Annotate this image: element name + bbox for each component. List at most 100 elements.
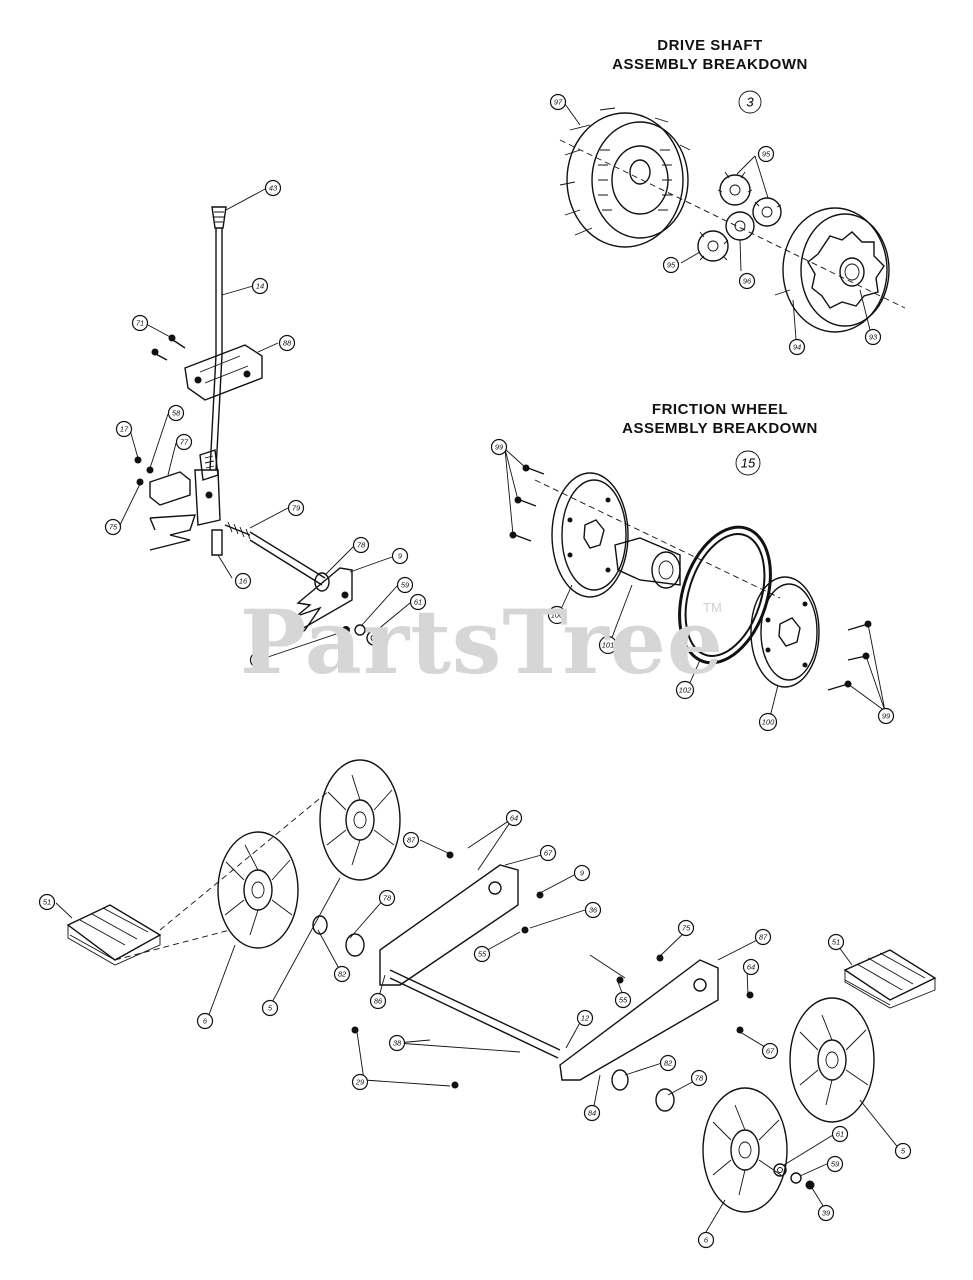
callout-balloon [614,991,632,1009]
callout-balloon [827,933,845,951]
callout-label: 94 [793,343,801,352]
callout-label: 87 [759,933,768,942]
callout-balloon [788,338,806,356]
callout-balloon [583,1104,601,1122]
callout-label: 58 [172,409,181,418]
callout-88: 88 [278,334,296,352]
callout-label: 16 [239,577,248,586]
callout-9: 9 [391,547,409,565]
callout-87: 87 [402,831,420,849]
callout-balloon [352,536,370,554]
drive-shaft-heading: DRIVE SHAFT ASSEMBLY BREAKDOWN [560,36,860,74]
callout-balloon [573,864,591,882]
callout-59: 59 [826,1155,844,1173]
friction-wheel-heading: FRICTION WHEEL ASSEMBLY BREAKDOWN [570,400,870,438]
callout-balloon [409,593,427,611]
callout-label: 93 [869,333,878,342]
callout-label: 71 [136,319,144,328]
callout-39: 39 [817,1204,835,1222]
friction-hub [614,537,681,586]
callout-balloon [473,945,491,963]
callout-label: 78 [357,541,366,550]
callout-16: 16 [234,572,252,590]
callout-balloon [505,809,523,827]
callout-label: 88 [283,339,292,348]
callout-38: 38 [388,1034,406,1052]
callout-balloon [264,179,282,197]
callout-balloon [690,1069,708,1087]
callout-label: 59 [831,1160,840,1169]
callout-12: 12 [576,1009,594,1027]
callout-label: 59 [401,581,410,590]
drive-wheel-left-front [217,831,299,949]
callout-labels: 4314718817587775791678959613997959596949… [38,93,912,1249]
callout-balloon [167,404,185,422]
callout-label: 97 [554,98,563,107]
callout-95: 95 [757,145,775,163]
callout-99: 99 [490,438,508,456]
pinion-gear-center [725,211,755,241]
friction-wheel-heading-line1: FRICTION WHEEL [651,401,789,418]
callout-59: 59 [396,576,414,594]
callout-label: 100 [551,611,564,620]
pinion-gear-lower [697,230,729,262]
callout-87: 87 [754,928,772,946]
callout-label: 51 [832,938,840,947]
shift-rod [215,228,223,355]
callout-balloon [584,901,602,919]
callout-label: 12 [581,1014,590,1023]
friction-plate-left [551,472,629,598]
callout-95: 95 [662,256,680,274]
watermark-trademark: TM [703,600,722,615]
callout-label: 86 [374,997,383,1006]
callout-label: 95 [762,150,771,159]
callout-6: 6 [196,1012,214,1030]
shift-fork [289,567,353,641]
callout-balloon [249,651,267,669]
friction-wheel-heading-line2: ASSEMBLY BREAKDOWN [622,420,818,437]
callout-82: 82 [659,1054,677,1072]
callout-balloon [831,1125,849,1143]
callout-77: 77 [175,433,193,451]
callout-balloon [761,1042,779,1060]
callout-78: 78 [690,1069,708,1087]
callout-label: 99 [495,443,504,452]
callout-86: 86 [369,992,387,1010]
large-ring-gear [566,112,684,248]
callout-balloon [378,889,396,907]
drive-shaft-assembly [559,107,906,333]
drive-plate [782,207,888,333]
callout-label: 96 [743,277,752,286]
callout-55: 55 [614,991,632,1009]
callout-64: 64 [505,809,523,827]
callout-label: 36 [589,906,598,915]
callout-label: 61 [836,1130,844,1139]
callout-label: 75 [682,924,691,933]
callout-label: 61 [414,598,422,607]
drive-sprocket [807,231,885,309]
callout-17: 17 [115,420,133,438]
callout-102: 102 [675,680,695,700]
drive-wheel-right-front [702,1087,788,1213]
callout-balloon [351,1073,369,1091]
callout-label: 87 [407,836,416,845]
drive-wheel-left-rear [319,759,401,881]
callout-label: 67 [544,849,553,858]
callout-75: 75 [677,919,695,937]
lever-plate [194,469,221,526]
callout-label: 79 [292,504,301,513]
callout-balloon [894,1142,912,1160]
callout-label: 99 [882,712,891,721]
callout-balloon [675,680,695,700]
callout-5: 5 [261,999,279,1017]
callout-label: 39 [822,1209,831,1218]
callout-balloon [659,1054,677,1072]
callout-balloon [369,992,387,1010]
shift-block [149,471,191,506]
callout-balloon [758,712,778,732]
callout-balloon [38,893,56,911]
callout-label: 84 [588,1109,596,1118]
callout-balloon [576,1009,594,1027]
callout-label: 9 [580,869,585,878]
